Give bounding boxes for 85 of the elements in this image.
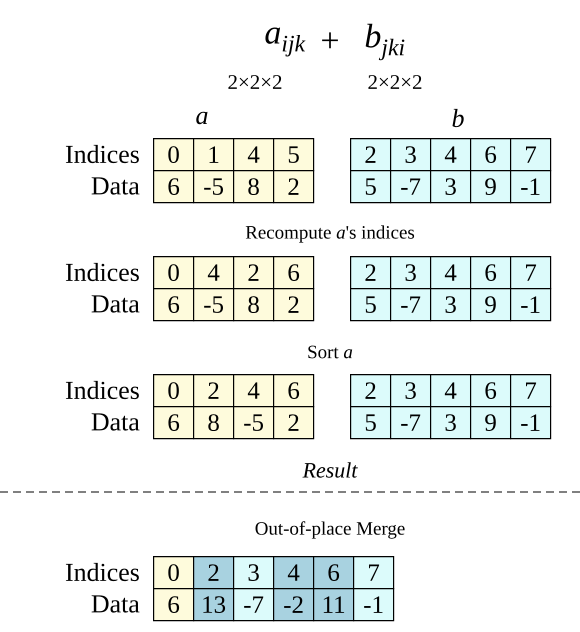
- table-cell: 4: [430, 374, 472, 408]
- table-cell: 5: [273, 138, 314, 172]
- table-cell: 0: [153, 138, 194, 172]
- table-cell: 2: [193, 374, 234, 408]
- table-cell: -2: [273, 588, 314, 622]
- table-cell: 4: [273, 556, 314, 590]
- table-cell: 6: [153, 588, 194, 622]
- row-label: Data: [92, 295, 140, 313]
- table-cell: 11: [313, 588, 354, 622]
- table-cell: 6: [470, 138, 512, 172]
- table-cell: 6: [273, 256, 314, 290]
- table-cell: 9: [470, 170, 512, 204]
- table-cell: 0: [153, 556, 194, 590]
- table-cell: 6: [273, 374, 314, 408]
- table-cell: -5: [193, 288, 234, 322]
- row-label: Indices: [66, 380, 139, 400]
- table-cell: 6: [313, 556, 354, 590]
- table-cell: 2: [273, 406, 314, 440]
- table-cell: 2: [193, 556, 234, 590]
- table-cell: 7: [510, 374, 552, 408]
- table-cell: 3: [390, 374, 432, 408]
- section-heading: Recompute a's indices: [246, 225, 414, 243]
- table-cell: 3: [430, 406, 472, 440]
- table-cell: 2: [350, 374, 392, 408]
- table-cell: 2: [350, 256, 392, 290]
- table-cell: 0: [153, 256, 194, 290]
- table-cell: 6: [153, 170, 194, 204]
- dimension-label: 2×2×2: [368, 75, 422, 89]
- table-cell: 3: [430, 288, 472, 322]
- table-cell: -7: [390, 170, 432, 204]
- table-cell: -1: [510, 406, 552, 440]
- table-cell: 4: [233, 374, 274, 408]
- dimension-label: 2×2×2: [228, 75, 282, 89]
- table-cell: 5: [350, 288, 392, 322]
- row-label: Data: [92, 177, 140, 195]
- plus-sign: +: [322, 32, 338, 48]
- table-cell: 7: [353, 556, 394, 590]
- table-cell: -5: [233, 406, 274, 440]
- table-cell: -1: [510, 170, 552, 204]
- table-cell: 6: [470, 256, 512, 290]
- table-cell: 9: [470, 406, 512, 440]
- table-cell: 5: [350, 170, 392, 204]
- formula-term: b$_{jki}$: [366, 24, 404, 60]
- table-cell: 3: [390, 256, 432, 290]
- array-name: b: [452, 108, 464, 128]
- table-cell: 7: [510, 256, 552, 290]
- table-cell: -7: [390, 288, 432, 322]
- array-name: a: [196, 112, 208, 124]
- table-cell: 9: [470, 288, 512, 322]
- row-label: Indices: [66, 562, 139, 582]
- table-cell: 2: [273, 288, 314, 322]
- table-cell: 8: [233, 288, 274, 322]
- table-cell: 13: [193, 588, 234, 622]
- table-cell: -1: [353, 588, 394, 622]
- table-cell: 0: [153, 374, 194, 408]
- row-label: Data: [92, 413, 140, 431]
- row-label: Indices: [66, 262, 139, 282]
- row-label: Indices: [66, 144, 139, 164]
- section-heading: Sort a: [308, 346, 352, 358]
- table-cell: 2: [233, 256, 274, 290]
- table-cell: 6: [153, 406, 194, 440]
- table-cell: -1: [510, 288, 552, 322]
- table-cell: 1: [193, 138, 234, 172]
- section-heading: Result: [302, 462, 358, 478]
- table-cell: 4: [430, 138, 472, 172]
- table-cell: 6: [153, 288, 194, 322]
- formula-term: a$_{ijk}$: [265, 28, 306, 56]
- table-cell: 8: [233, 170, 274, 204]
- row-label: Data: [92, 595, 140, 613]
- table-cell: 2: [273, 170, 314, 204]
- table-cell: 3: [233, 556, 274, 590]
- table-cell: 5: [350, 406, 392, 440]
- table-cell: 6: [470, 374, 512, 408]
- table-cell: 2: [350, 138, 392, 172]
- table-cell: -7: [390, 406, 432, 440]
- table-cell: 4: [430, 256, 472, 290]
- table-cell: 4: [233, 138, 274, 172]
- table-cell: 3: [430, 170, 472, 204]
- table-cell: 8: [193, 406, 234, 440]
- table-cell: 3: [390, 138, 432, 172]
- section-heading: Out-of-place Merge: [256, 521, 405, 539]
- table-cell: -7: [233, 588, 274, 622]
- table-cell: -5: [193, 170, 234, 204]
- table-cell: 7: [510, 138, 552, 172]
- table-cell: 4: [193, 256, 234, 290]
